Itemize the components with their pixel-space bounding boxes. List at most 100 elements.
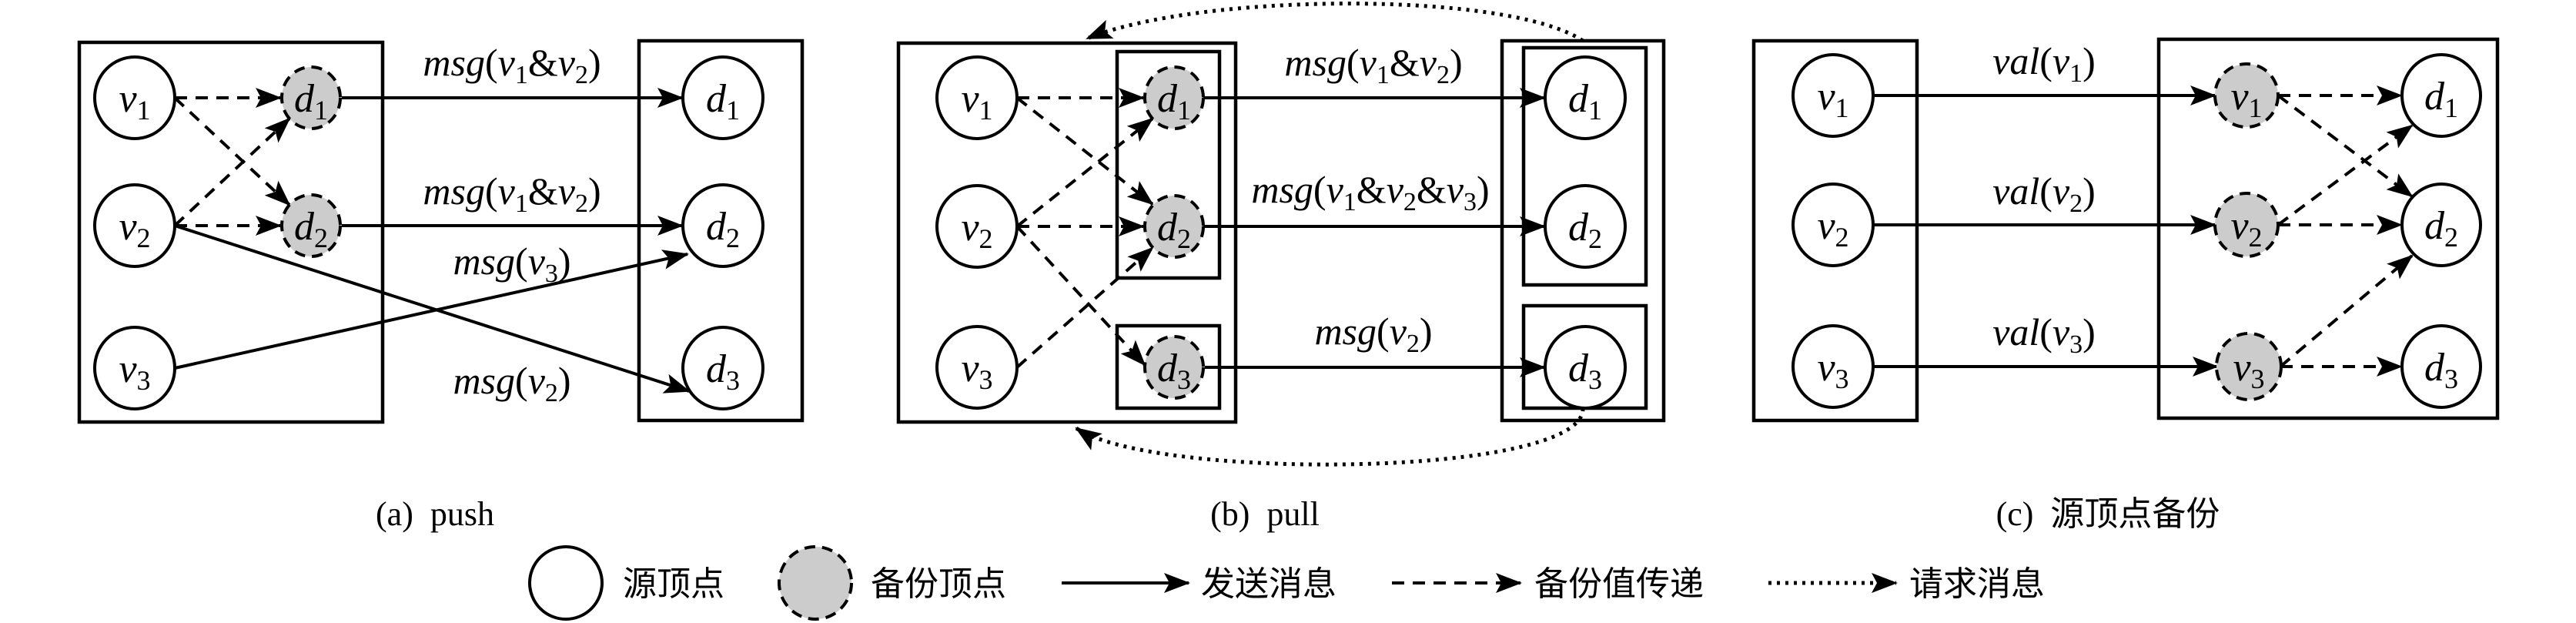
node-a-d1: d1 (681, 55, 764, 140)
edge-label-function: msg (453, 359, 515, 402)
edge-label-subscript: 3 (545, 260, 558, 288)
edge-label-ampersand: & (528, 169, 558, 213)
edge-b-v1-d2b (1015, 96, 1154, 206)
svg-text:v3: v3 (961, 347, 992, 395)
edge-label-a-2: msg(v3) (453, 239, 570, 288)
node-b-v1: v1 (935, 55, 1019, 140)
request-arrow-top (1086, 2, 1584, 43)
panel-b-pull: v1 v2 v3 d1 d2 d3 d1 d2 d3 msg(v1&v2) ms… (896, 2, 1666, 533)
edge-label-variable: v (528, 359, 546, 402)
edge-label-subscript: 2 (1403, 188, 1417, 216)
edge-label-subscript: 1 (1377, 61, 1390, 89)
svg-text:d3: d3 (706, 347, 740, 396)
edge-label-paren: ( (1377, 310, 1390, 353)
edge-label-paren: ( (2039, 310, 2052, 353)
svg-text:d2: d2 (706, 205, 740, 253)
svg-text:d1: d1 (1568, 77, 1602, 126)
node-c-backup-v3: v3 (2215, 332, 2283, 401)
edge-label-paren: ) (558, 239, 571, 283)
request-arrow-bottom (1075, 407, 1585, 467)
edge-label-paren: ( (1313, 168, 1326, 211)
node-c-backup-v2: v2 (2213, 192, 2280, 258)
panel-b-source-partition (896, 41, 1238, 424)
edge-label-function: msg (1314, 310, 1377, 353)
edge-label-subscript: 2 (575, 61, 588, 89)
edge-label-paren: ) (1420, 310, 1433, 353)
svg-text:d3: d3 (2424, 346, 2458, 394)
edge-label-subscript: 1 (1343, 188, 1357, 216)
node-c-d1: d1 (2400, 53, 2482, 138)
node-b-d2: d2 (1544, 184, 1627, 269)
panel-c-edges (1873, 85, 2414, 377)
legend-backup-vertex-label: 备份顶点 (871, 564, 1006, 604)
edge-label-paren: ) (1450, 41, 1463, 84)
edge-label-a-0: msg(v1&v2) (423, 41, 601, 89)
edge-label-paren: ( (515, 359, 528, 402)
svg-text:v1: v1 (1817, 75, 1848, 123)
svg-text:d1: d1 (2424, 75, 2458, 123)
caption-a: (a) push (376, 495, 494, 533)
edge-label-subscript: 3 (1464, 188, 1477, 216)
edge-label-variable: v (558, 169, 576, 213)
node-a-backup-d2: d2 (280, 193, 342, 258)
node-b-backup-d3: d3 (1143, 335, 1205, 400)
caption-b: (b) pull (1210, 495, 1320, 533)
panel-b-backup-group-d1-d2 (1115, 49, 1222, 280)
edge-label-paren: ( (485, 41, 498, 84)
svg-text:v3: v3 (119, 347, 150, 396)
edge-b-v3-d2b (1015, 246, 1154, 369)
node-c-d3: d3 (2400, 324, 2482, 409)
edge-label-paren: ) (588, 41, 601, 84)
edge-a-v3-d2 (174, 250, 689, 370)
svg-text:d1: d1 (706, 77, 740, 126)
edge-label-function: msg (423, 41, 485, 84)
node-a-d3: d3 (681, 326, 764, 410)
edge-label-variable: v (1420, 41, 1437, 84)
svg-text:v1: v1 (2230, 75, 2262, 123)
node-c-d2: d2 (2400, 183, 2482, 267)
edge-label-function: val (1992, 310, 2039, 353)
node-b-d1: d1 (1544, 55, 1627, 140)
edge-label-variable: v (1447, 168, 1464, 211)
edge-label-paren: ) (588, 169, 601, 213)
edge-a-v2-d3 (174, 224, 691, 394)
edge-label-variable: v (1326, 168, 1344, 211)
edge-label-b-1: msg(v1&v2&v3) (1251, 168, 1489, 216)
node-b-backup-d2: d2 (1143, 194, 1205, 259)
node-a-v1: v1 (93, 55, 176, 140)
node-a-v3: v3 (93, 326, 176, 410)
node-c-v1: v1 (1791, 53, 1875, 138)
edge-label-variable: v (1387, 168, 1404, 211)
node-b-backup-d1: d1 (1143, 65, 1205, 130)
panel-a-source-partition (77, 40, 385, 424)
edge-label-b-2: msg(v2) (1314, 310, 1432, 358)
edge-label-variable: v (498, 41, 516, 84)
edge-label-a-3: msg(v2) (453, 359, 570, 407)
edge-label-paren: ) (2083, 310, 2096, 353)
edge-c-v3b-d2 (2279, 254, 2414, 368)
node-a-backup-d1: d1 (280, 65, 342, 130)
edge-label-c-1: val(v2) (1992, 169, 2096, 218)
edge-label-c-0: val(v1) (1992, 39, 2096, 88)
edge-label-variable: v (2052, 39, 2070, 82)
svg-text:d2: d2 (294, 205, 328, 253)
edge-label-ampersand: & (1390, 41, 1420, 84)
edge-label-paren: ( (2039, 39, 2052, 82)
edge-label-paren: ) (558, 359, 571, 402)
panel-a-dest-partition (637, 39, 805, 423)
node-b-v3: v3 (935, 325, 1019, 410)
svg-text:v2: v2 (119, 205, 150, 253)
caption-c: (c) 源顶点备份 (1996, 495, 2220, 533)
edge-label-subscript: 1 (2069, 59, 2083, 88)
svg-text:v2: v2 (961, 206, 992, 254)
edge-label-variable: v (528, 239, 546, 283)
node-c-v2: v2 (1791, 183, 1875, 267)
edge-label-variable: v (498, 169, 516, 213)
edge-c-v1b-d2 (2277, 94, 2414, 198)
legend-backup-value-label: 备份值传递 (1534, 564, 1704, 604)
edge-b-v2-d3b (1015, 225, 1146, 367)
svg-text:d3: d3 (1568, 347, 1602, 395)
svg-text:d1: d1 (1157, 77, 1191, 126)
edge-label-function: val (1992, 39, 2039, 82)
